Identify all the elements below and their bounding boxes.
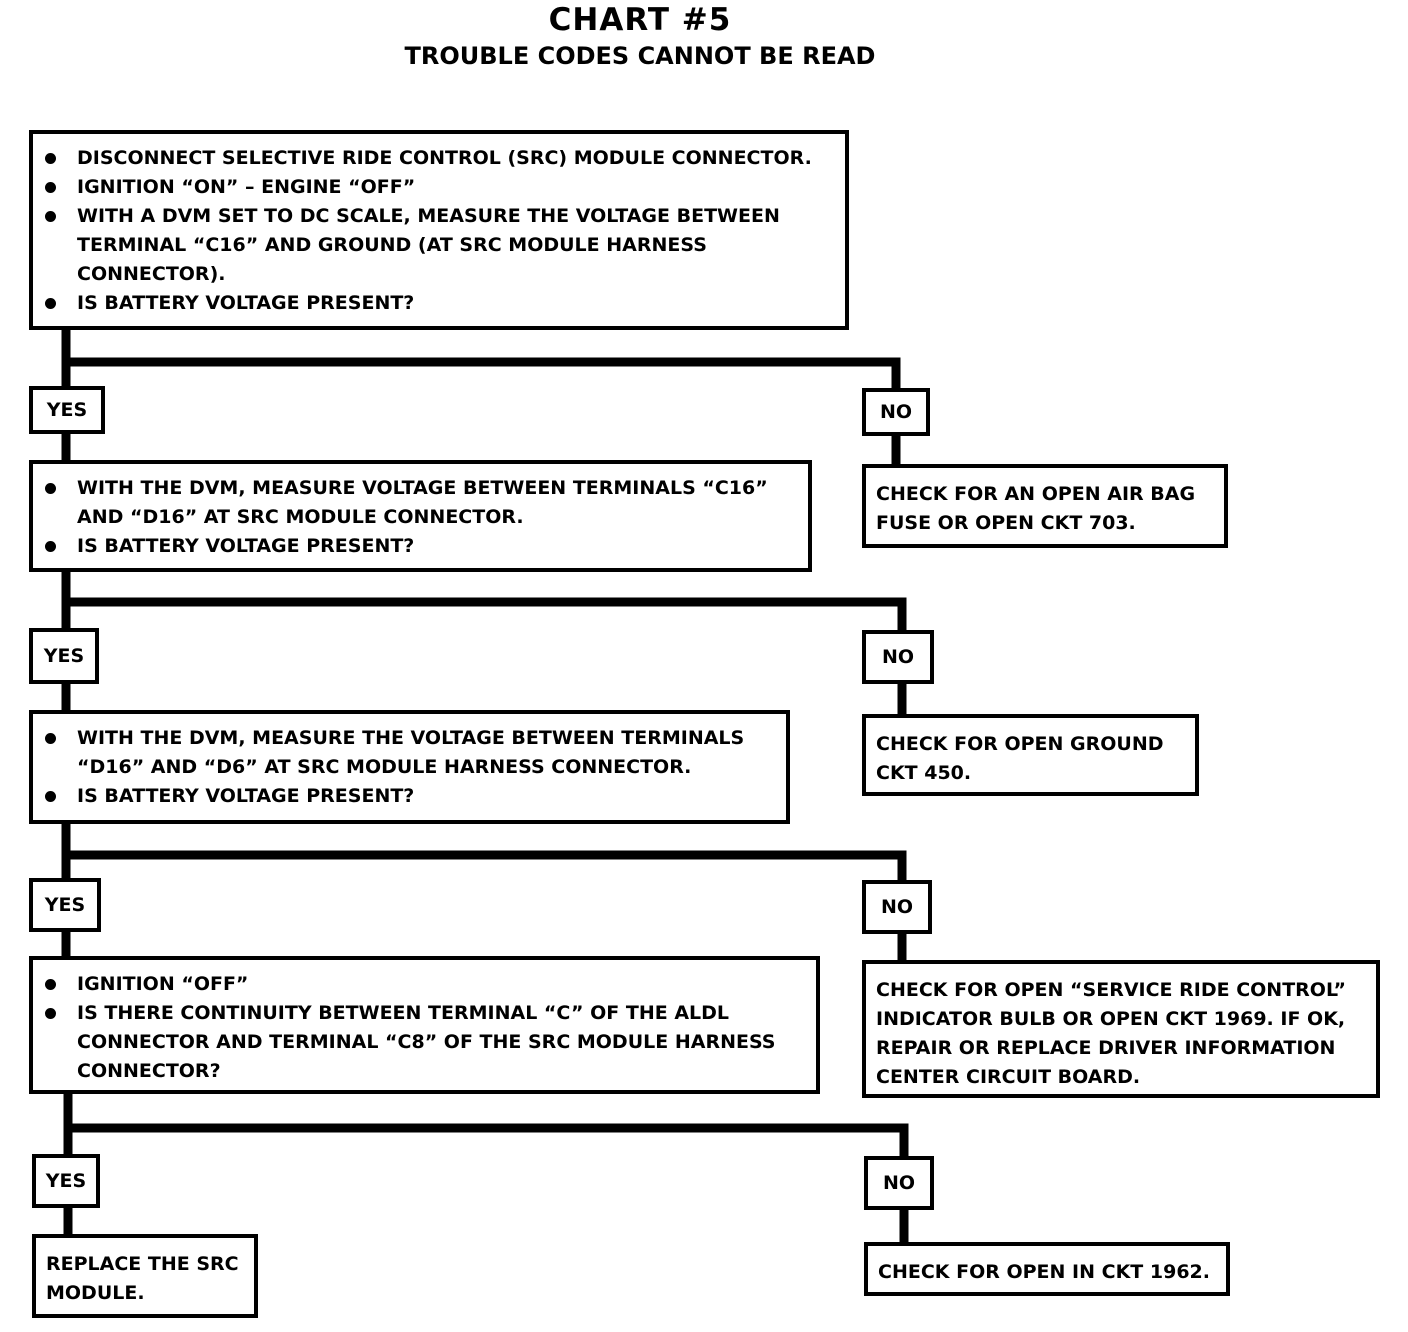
- step-1-no-label: NO: [862, 388, 930, 436]
- step-3-no-label: NO: [862, 880, 932, 934]
- step-2-yes-label: YES: [29, 628, 99, 684]
- step-1-box: DISCONNECT SELECTIVE RIDE CONTROL (SRC) …: [29, 130, 849, 330]
- chart-subtitle: TROUBLE CODES CANNOT BE READ: [404, 42, 876, 70]
- step-1-no-result: CHECK FOR AN OPEN AIR BAG FUSE OR OPEN C…: [862, 464, 1228, 548]
- step-4-yes-label: YES: [32, 1154, 100, 1208]
- step-1-item: IGNITION “ON” – ENGINE “OFF”: [45, 173, 833, 202]
- step-1-item: DISCONNECT SELECTIVE RIDE CONTROL (SRC) …: [45, 144, 833, 173]
- step-4-item: IGNITION “OFF”: [45, 970, 804, 999]
- step-2-item: WITH THE DVM, MEASURE VOLTAGE BETWEEN TE…: [45, 474, 796, 532]
- step-3-item: WITH THE DVM, MEASURE THE VOLTAGE BETWEE…: [45, 724, 774, 782]
- step-4-yes-result: REPLACE THE SRC MODULE.: [32, 1234, 258, 1318]
- step-1-yes-label: YES: [29, 386, 105, 434]
- step-4-no-label: NO: [864, 1156, 934, 1210]
- step-1-item: IS BATTERY VOLTAGE PRESENT?: [45, 289, 833, 318]
- step-2-box: WITH THE DVM, MEASURE VOLTAGE BETWEEN TE…: [29, 460, 812, 572]
- step-1-item: WITH A DVM SET TO DC SCALE, MEASURE THE …: [45, 202, 833, 289]
- step-2-no-label: NO: [862, 630, 934, 684]
- step-4-no-result: CHECK FOR OPEN IN CKT 1962.: [864, 1242, 1230, 1296]
- step-3-yes-label: YES: [29, 878, 101, 932]
- chart-title: CHART #5: [548, 2, 732, 38]
- step-4-box: IGNITION “OFF” IS THERE CONTINUITY BETWE…: [29, 956, 820, 1094]
- step-2-item: IS BATTERY VOLTAGE PRESENT?: [45, 532, 796, 561]
- step-4-item: IS THERE CONTINUITY BETWEEN TERMINAL “C”…: [45, 999, 804, 1086]
- step-3-no-result: CHECK FOR OPEN “SERVICE RIDE CONTROL” IN…: [862, 960, 1380, 1098]
- step-3-item: IS BATTERY VOLTAGE PRESENT?: [45, 782, 774, 811]
- step-2-no-result: CHECK FOR OPEN GROUND CKT 450.: [862, 714, 1199, 796]
- step-3-box: WITH THE DVM, MEASURE THE VOLTAGE BETWEE…: [29, 710, 790, 824]
